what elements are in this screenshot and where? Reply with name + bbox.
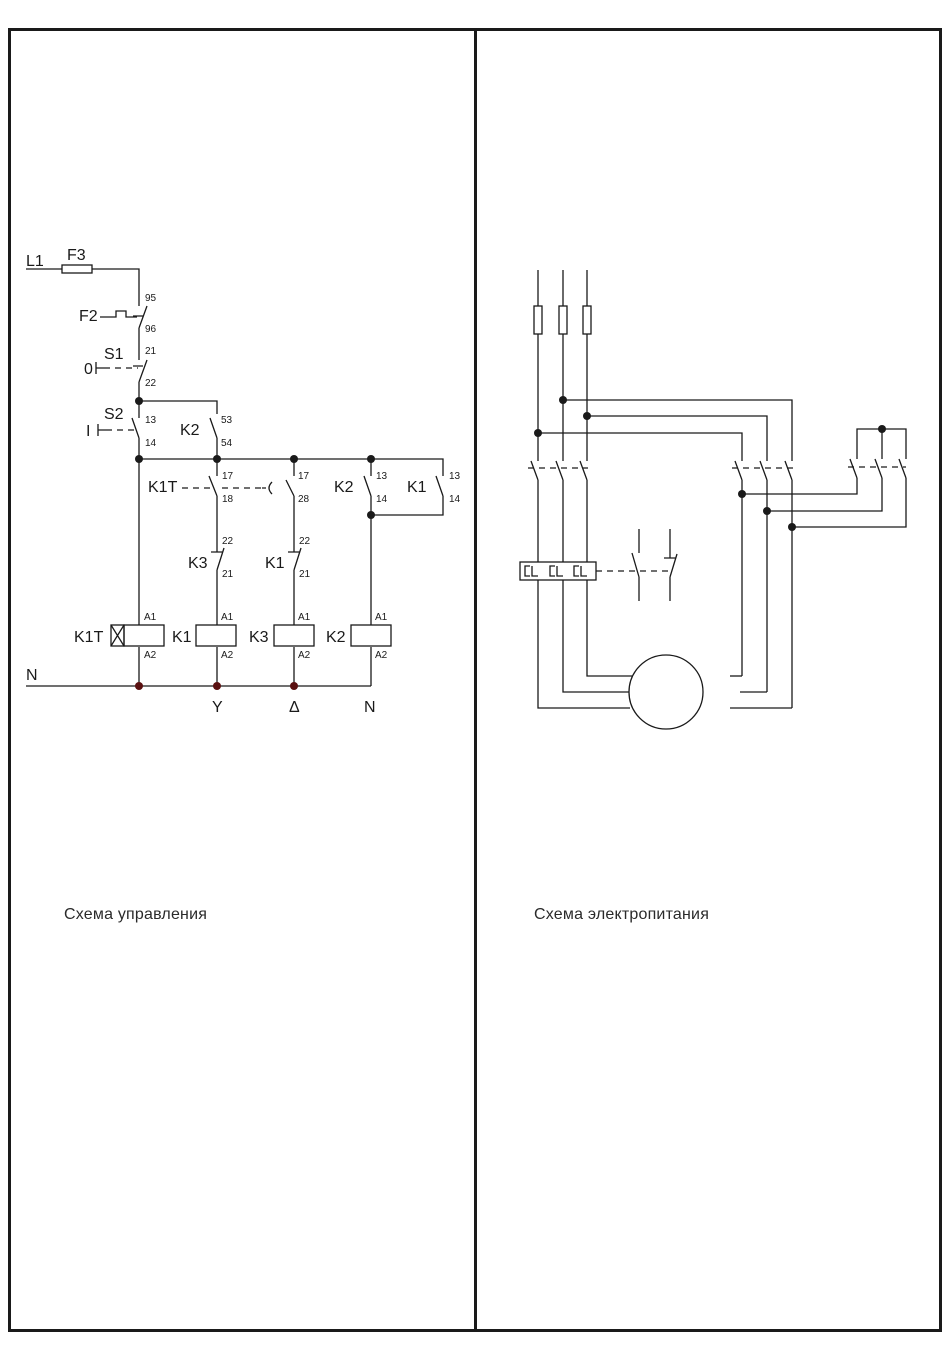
label-N-left: N [26, 667, 38, 684]
label-K1-seal: K1 [407, 479, 427, 496]
term-18: 18 [222, 494, 234, 505]
overload-aux-no [632, 529, 639, 601]
term-17a: 17 [222, 471, 234, 482]
k2-seal-contact [364, 459, 371, 686]
label-K2-hold: K2 [180, 422, 200, 439]
junction-k2-seal [367, 511, 375, 519]
tap-wire-2 [563, 400, 792, 461]
coil-k1t-cross [111, 625, 124, 646]
fuse-3 [583, 306, 591, 334]
term-95: 95 [145, 293, 157, 304]
star-point [857, 429, 906, 459]
overload-elements [525, 566, 587, 576]
junction-n-3 [290, 682, 298, 690]
a1-2: A1 [221, 612, 234, 623]
k1t-timer-symbol [262, 482, 272, 494]
term-21b: 21 [222, 569, 234, 580]
star-node [878, 425, 886, 433]
k2-hold-contact [210, 418, 217, 459]
f2-thermal-symbol [100, 311, 137, 317]
delta-contact-2 [760, 461, 767, 692]
star-wire-3 [792, 478, 906, 527]
motor [629, 655, 703, 729]
term-96: 96 [145, 324, 157, 335]
coil-label-K1: K1 [172, 629, 192, 646]
a1-3: A1 [298, 612, 311, 623]
term-22a: 22 [145, 378, 157, 389]
label-K3-contact: K3 [188, 555, 208, 572]
a2-4: A2 [375, 650, 388, 661]
a1-1: A1 [144, 612, 157, 623]
label-Y: Y [212, 699, 223, 716]
term-22b: 22 [222, 536, 234, 547]
coil-k3 [274, 625, 314, 646]
wire-l1 [26, 269, 139, 306]
k1t-contact-2 [286, 459, 294, 538]
term-53: 53 [221, 415, 233, 426]
term-28: 28 [298, 494, 310, 505]
power-circuit [520, 270, 906, 729]
label-delta: Δ [289, 699, 300, 716]
label-K1T-contact: K1T [148, 479, 178, 496]
control-circuit: L1 F3 95 96 F2 S1 0 21 22 S2 I 13 14 K2 … [26, 247, 461, 716]
coil-k1 [196, 625, 236, 646]
label-K2-seal: K2 [334, 479, 354, 496]
term-14b: 14 [376, 494, 388, 505]
main-contact-1 [531, 461, 538, 562]
tap-wire-3 [587, 416, 767, 461]
term-13b: 13 [376, 471, 388, 482]
term-14c: 14 [449, 494, 461, 505]
junction-n-1 [135, 682, 143, 690]
label-F2: F2 [79, 308, 98, 325]
term-54: 54 [221, 438, 233, 449]
fuse-f3 [62, 265, 92, 273]
label-F3: F3 [67, 247, 86, 264]
a2-3: A2 [298, 650, 311, 661]
coil-k2 [351, 625, 391, 646]
label-S2: S2 [104, 406, 124, 423]
term-13a: 13 [145, 415, 157, 426]
a2-2: A2 [221, 650, 234, 661]
s1-button [96, 362, 104, 374]
term-21a: 21 [145, 346, 157, 357]
coil-label-K3: K3 [249, 629, 269, 646]
label-N-right: N [364, 699, 376, 716]
term-13c: 13 [449, 471, 461, 482]
caption-control-scheme: Схема управления [64, 906, 207, 924]
main-contact-3 [580, 461, 587, 562]
label-I: I [86, 423, 90, 440]
term-22c: 22 [299, 536, 311, 547]
star-contact-1 [850, 459, 857, 478]
motor-wire-v2 [563, 580, 630, 692]
motor-wire-w2 [587, 580, 645, 676]
star-contact-2 [875, 459, 882, 478]
term-14a: 14 [145, 438, 157, 449]
coil-label-K2: K2 [326, 629, 346, 646]
tap-wire-1 [538, 433, 742, 461]
label-L1: L1 [26, 253, 44, 270]
fuse-1 [534, 306, 542, 334]
delta-contact-3 [785, 461, 792, 708]
k1t-contact-1 [209, 459, 217, 538]
label-S1: S1 [104, 346, 124, 363]
motor-wire-u2 [538, 580, 630, 708]
a1-4: A1 [375, 612, 388, 623]
coil-label-K1T: K1T [74, 629, 104, 646]
wire-to-k2-53 [139, 401, 217, 414]
label-K1-contact: K1 [265, 555, 285, 572]
overload-aux-nc [664, 529, 677, 601]
caption-power-scheme: Схема электропитания [534, 906, 709, 924]
coil-k1t [124, 625, 164, 646]
a2-1: A2 [144, 650, 157, 661]
label-0: 0 [84, 361, 93, 378]
main-contact-2 [556, 461, 563, 562]
fuse-2 [559, 306, 567, 334]
term-17b: 17 [298, 471, 310, 482]
junction-n-2 [213, 682, 221, 690]
star-contact-3 [899, 459, 906, 478]
term-21c: 21 [299, 569, 311, 580]
star-wire-1 [742, 478, 857, 494]
s2-button [98, 424, 106, 436]
